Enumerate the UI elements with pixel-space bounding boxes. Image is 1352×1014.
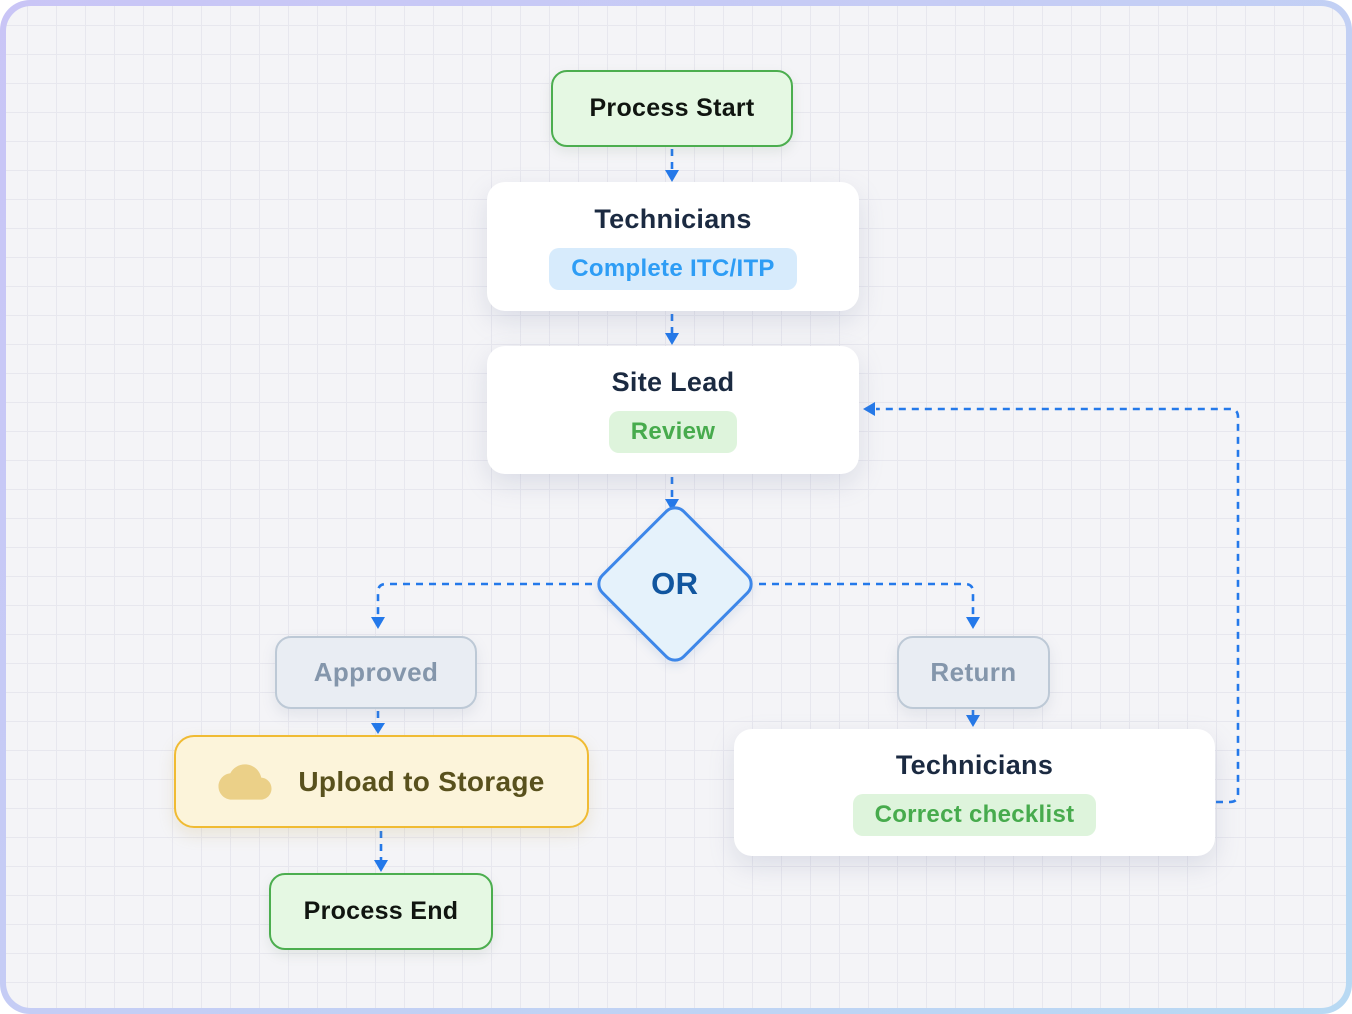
node-technicians-complete[interactable]: Technicians Complete ITC/ITP: [487, 182, 859, 311]
arrowhead-return-to-technicians2: [966, 715, 980, 727]
arrowhead-feedback-loop: [863, 402, 875, 416]
process-start-label: Process Start: [589, 94, 755, 122]
node-process-start[interactable]: Process Start: [551, 70, 793, 147]
node-upload-to-storage[interactable]: Upload to Storage: [174, 735, 589, 828]
node-or-gateway[interactable]: OR: [591, 500, 759, 668]
arrowhead-start-to-technicians: [665, 170, 679, 182]
return-label: Return: [930, 657, 1017, 687]
site-lead-title: Site Lead: [611, 367, 735, 397]
flowchart-canvas: Process Start Technicians Complete ITC/I…: [6, 6, 1346, 1008]
approved-label: Approved: [313, 657, 439, 687]
correct-checklist-badge: Correct checklist: [852, 793, 1097, 836]
node-return[interactable]: Return: [897, 636, 1050, 709]
node-process-end[interactable]: Process End: [269, 873, 493, 950]
process-end-label: Process End: [303, 897, 459, 925]
technicians2-title: Technicians: [895, 749, 1054, 780]
node-approved[interactable]: Approved: [275, 636, 477, 709]
connector-or-to-approved: [376, 582, 592, 618]
arrowhead-upload-to-end: [374, 860, 388, 872]
arrowhead-technicians-to-sitelead: [665, 333, 679, 345]
complete-itc-itp-badge: Complete ITC/ITP: [549, 247, 797, 290]
arrowhead-or-to-approved: [371, 617, 385, 629]
node-site-lead[interactable]: Site Lead Review: [487, 346, 859, 474]
review-badge: Review: [608, 411, 738, 453]
technicians-title: Technicians: [594, 203, 752, 234]
arrowhead-or-to-return: [966, 617, 980, 629]
or-gateway-label: OR: [651, 566, 699, 601]
node-technicians-correct[interactable]: Technicians Correct checklist: [734, 729, 1215, 856]
connector-or-to-return: [759, 582, 975, 618]
cloud-icon: [218, 761, 272, 803]
upload-to-storage-label: Upload to Storage: [298, 765, 545, 797]
arrowhead-approved-to-upload: [371, 723, 385, 734]
